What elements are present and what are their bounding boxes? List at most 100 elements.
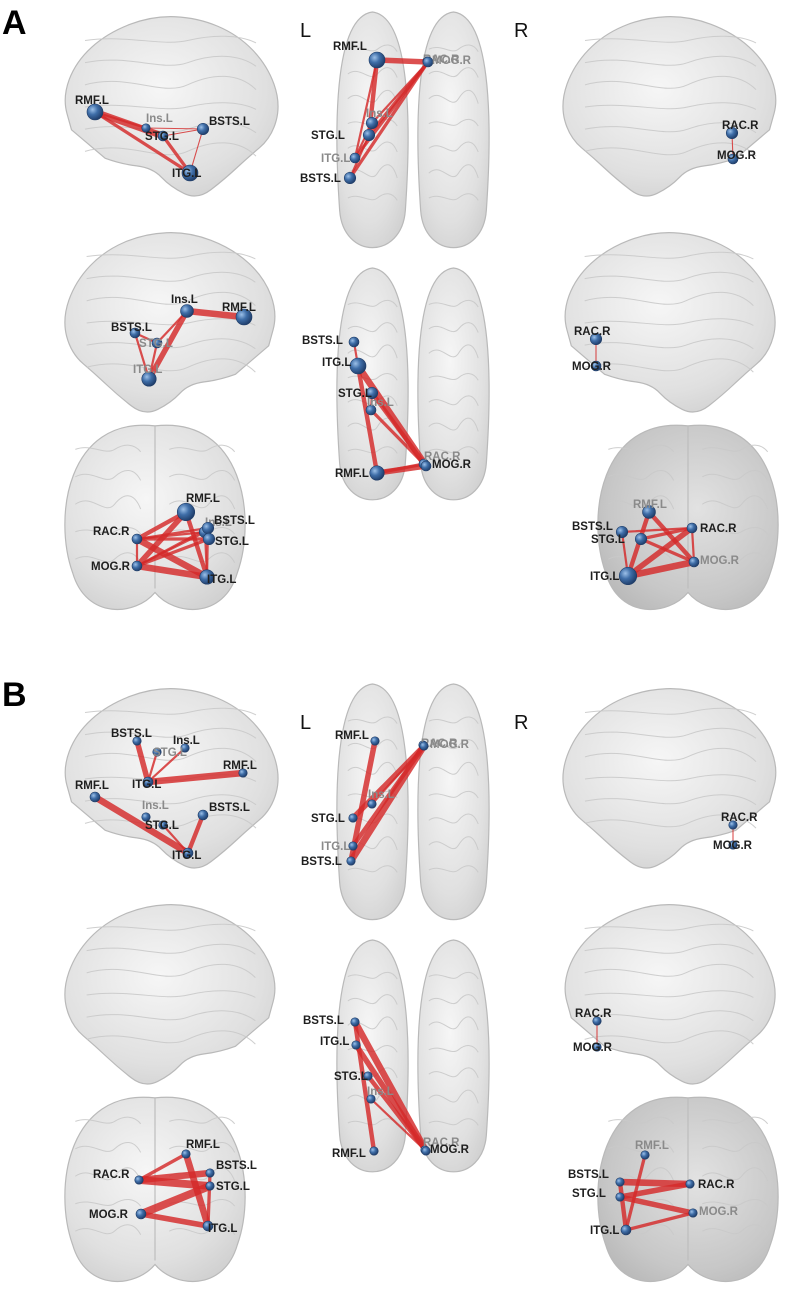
node-label: Ins.L <box>367 1086 394 1098</box>
node-mog-r <box>422 1147 431 1156</box>
node-label: ITG.L <box>172 850 201 862</box>
node-label: RAC.R <box>698 1179 735 1191</box>
node-label: RMF.L <box>75 780 109 792</box>
side-letter-left-b: L <box>300 712 311 734</box>
node-label: BSTS.L <box>301 856 342 868</box>
node-label: RAC.R <box>700 523 737 535</box>
node-itg-l <box>621 1225 631 1235</box>
node-ins-l <box>368 800 377 809</box>
node-stg-l <box>206 1182 215 1191</box>
node-label: ITG.L <box>207 574 236 586</box>
node-label: STG.L <box>216 1181 250 1193</box>
node-mog-r <box>420 742 429 751</box>
node-rmf-l <box>370 1147 379 1156</box>
node-itg-l <box>619 567 637 585</box>
node-label: Ins.L <box>171 294 198 306</box>
node-label: STG.L <box>145 131 179 143</box>
node-label: ITG.L <box>320 1036 349 1048</box>
node-rmf-l <box>641 1151 650 1160</box>
node-label: BSTS.L <box>572 521 613 533</box>
node-rmf-l <box>370 466 385 481</box>
node-label: MOG.R <box>713 840 753 852</box>
side-letter-right-b: R <box>514 712 528 734</box>
brain-view-a-med-right <box>565 233 775 412</box>
node-label: RMF.L <box>222 302 256 314</box>
node-label: MOG.R <box>91 561 131 573</box>
node-label: ITG.L <box>208 1223 237 1235</box>
node-label: RMF.L <box>223 760 257 772</box>
node-stg-l <box>635 533 647 545</box>
node-label: STG.L <box>591 534 625 546</box>
node-rac-r <box>132 534 142 544</box>
brain-hemisphere-right <box>418 12 489 248</box>
node-rmf-l <box>177 503 195 521</box>
node-bsts-l <box>349 337 359 347</box>
node-label: ITG.L <box>133 364 162 376</box>
node-mog-r <box>421 461 431 471</box>
node-label: RAC.R <box>574 326 611 338</box>
edge-bsts-l-itg-l <box>208 1173 210 1226</box>
node-label: RMF.L <box>333 41 367 53</box>
node-label: Ins.L <box>142 800 169 812</box>
node-label: BSTS.L <box>216 1160 257 1172</box>
brain-view-a-lat-right <box>563 17 776 196</box>
node-label: ITG.L <box>321 153 350 165</box>
node-label: RMF.L <box>186 1139 220 1151</box>
node-label: STG.L <box>145 820 179 832</box>
node-rac-r <box>686 1180 695 1189</box>
node-label: BSTS.L <box>302 335 343 347</box>
node-label: ITG.L <box>132 779 161 791</box>
node-label: ITG.L <box>590 571 619 583</box>
brain-silhouette <box>565 233 775 412</box>
node-rac-r <box>135 1176 144 1185</box>
node-label: STG.L <box>153 747 187 759</box>
node-label: ITG.L <box>172 168 201 180</box>
node-bsts-l <box>347 857 356 866</box>
node-bsts-l <box>206 1169 215 1178</box>
brain-view-b-med-right <box>565 905 775 1084</box>
node-label: BSTS.L <box>209 802 250 814</box>
node-label: RMF.L <box>186 493 220 505</box>
node-label: MOG.R <box>432 459 472 471</box>
node-mog-r <box>136 1209 146 1219</box>
node-label: MOG.R <box>430 739 470 751</box>
node-label: BSTS.L <box>209 116 250 128</box>
node-label: STG.L <box>334 1071 368 1083</box>
node-label: Ins.L <box>366 108 393 120</box>
node-label: MOG.R <box>700 555 740 567</box>
node-label: MOG.R <box>572 361 612 373</box>
node-label: Ins.L <box>173 735 200 747</box>
node-label: Ins.L <box>146 113 173 125</box>
node-label: ITG.L <box>321 841 350 853</box>
node-label: STG.L <box>311 813 345 825</box>
node-stg-l <box>616 1193 625 1202</box>
node-rmf-l <box>371 737 380 746</box>
node-label: STG.L <box>311 130 345 142</box>
node-label: RAC.R <box>93 526 130 538</box>
node-label: BSTS.L <box>214 515 255 527</box>
node-label: STG.L <box>572 1188 606 1200</box>
brain-view-b-med-left <box>65 905 275 1084</box>
node-label: RAC.R <box>575 1008 612 1020</box>
node-stg-l <box>349 814 358 823</box>
node-label: BSTS.L <box>111 728 152 740</box>
brain-silhouette <box>565 905 775 1084</box>
node-bsts-l <box>351 1018 360 1027</box>
side-letter-left-a: L <box>300 20 311 42</box>
brain-hemisphere-right <box>418 684 489 920</box>
node-label: RMF.L <box>75 95 109 107</box>
node-label: Ins.L <box>368 789 395 801</box>
node-rac-r <box>687 523 697 533</box>
node-label: MOG.R <box>432 55 472 67</box>
node-mog-r <box>132 561 142 571</box>
node-bsts-l <box>198 810 208 820</box>
node-label: MOG.R <box>699 1206 739 1218</box>
node-bsts-l <box>616 1178 625 1187</box>
node-label: BSTS.L <box>303 1015 344 1027</box>
node-label: RMF.L <box>635 1140 669 1152</box>
node-label: MOG.R <box>573 1042 613 1054</box>
node-stg-l <box>203 533 215 545</box>
node-label: RMF.L <box>332 1148 366 1160</box>
panel-letter-b: B <box>2 676 27 714</box>
